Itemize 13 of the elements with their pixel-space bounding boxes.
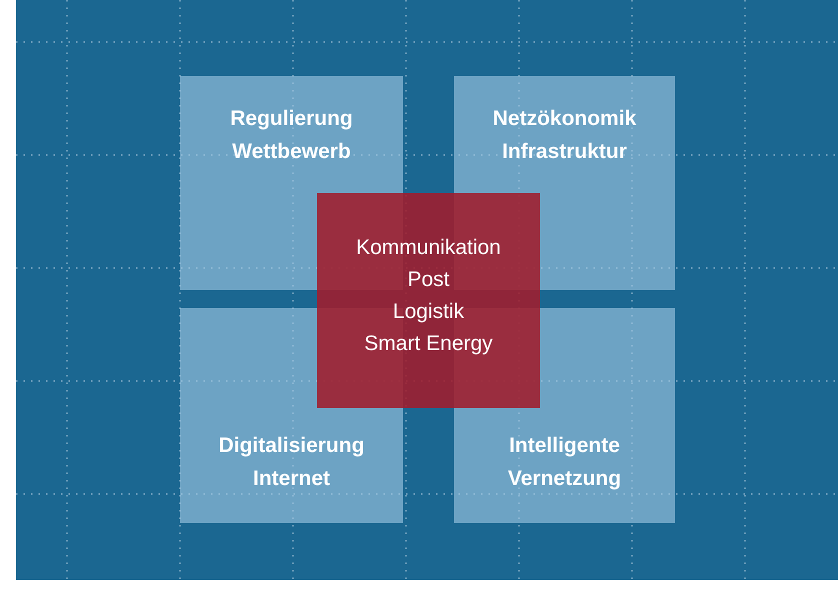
topic-label: Infrastruktur: [502, 139, 627, 165]
center-box: [317, 193, 540, 408]
topic-label: Regulierung: [230, 106, 353, 132]
topic-label: Smart Energy: [364, 330, 493, 356]
topic-label: Logistik: [392, 298, 464, 324]
topic-label: Digitalisierung: [218, 433, 364, 459]
topic-label: Wettbewerb: [232, 139, 351, 165]
topic-label: Kommunikation: [356, 234, 501, 260]
topic-label: Vernetzung: [508, 466, 622, 492]
topic-label: Intelligente: [509, 433, 620, 459]
topic-label: Internet: [252, 466, 330, 492]
topic-label: Post: [407, 266, 450, 292]
topic-label: Netzökonomik: [492, 106, 636, 132]
